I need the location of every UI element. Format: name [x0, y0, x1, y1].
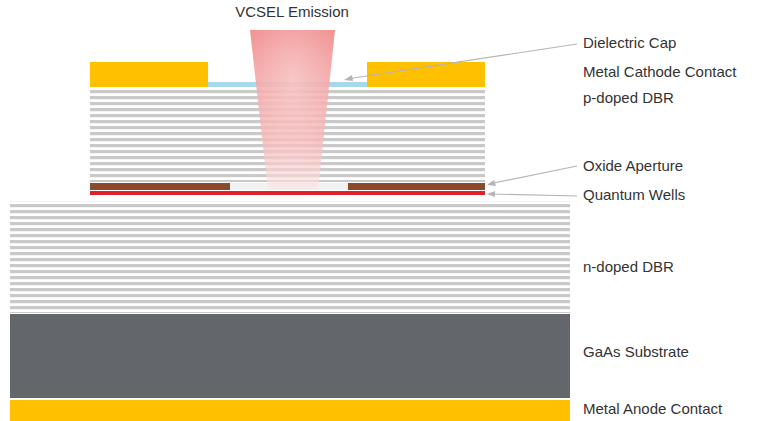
oxide-layer — [90, 183, 230, 190]
gaas-substrate — [10, 314, 570, 398]
quantum-wells — [90, 191, 485, 195]
cathode-contact — [90, 62, 208, 87]
part-label: Oxide Aperture — [583, 157, 683, 175]
emission-beam — [250, 30, 335, 190]
emission-label: VCSEL Emission — [235, 3, 349, 21]
n-dbr — [10, 201, 570, 313]
part-label: p-doped DBR — [583, 89, 674, 107]
leader-lines — [347, 44, 577, 196]
part-label: Metal Anode Contact — [583, 400, 722, 418]
leader-heads — [344, 75, 496, 197]
emission-beam-glow — [250, 30, 335, 190]
anode-contact — [10, 400, 570, 421]
oxide-layer — [348, 183, 485, 190]
cathode-contact — [367, 62, 485, 87]
part-label: GaAs Substrate — [583, 343, 689, 361]
part-label: Quantum Wells — [583, 186, 685, 204]
part-label: Metal Cathode Contact — [583, 63, 736, 81]
part-label: n-doped DBR — [583, 258, 674, 276]
part-label: Dielectric Cap — [583, 34, 676, 52]
